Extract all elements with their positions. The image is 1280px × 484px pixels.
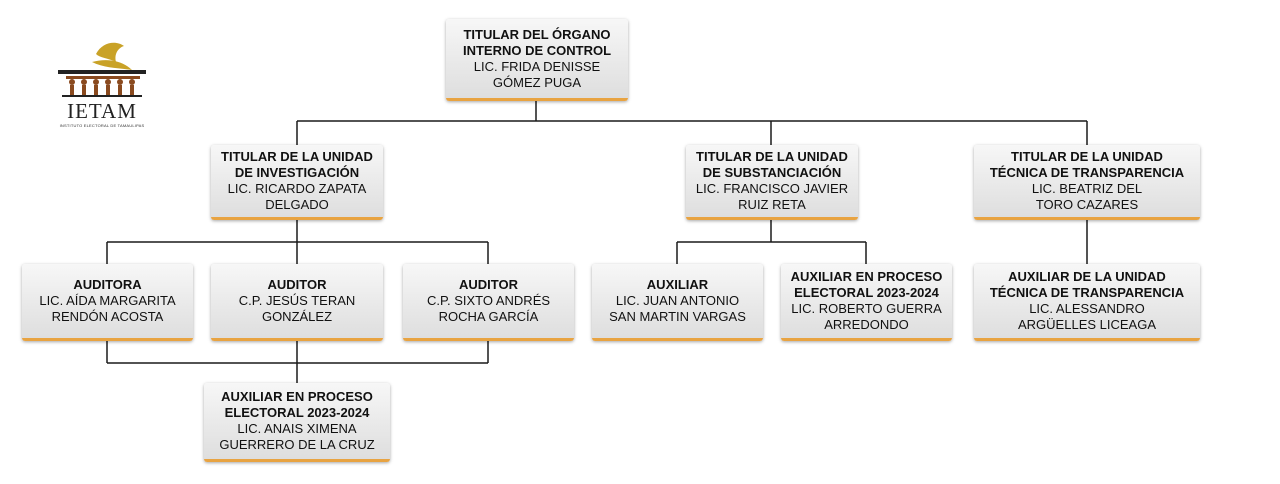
box-auditor-teran: AUDITOR C.P. JESÚS TERAN GONZÁLEZ <box>211 264 383 341</box>
box-title: TITULAR DE LA UNIDAD DE INVESTIGACIÓN <box>221 149 373 180</box>
logo-wordmark: IETAM <box>67 99 137 123</box>
box-person-name: LIC. ALESSANDRO ARGÜELLES LICEAGA <box>1018 301 1156 332</box>
box-title: AUXILIAR EN PROCESO ELECTORAL 2023-2024 <box>790 269 943 300</box>
box-auxiliar: AUXILIAR LIC. JUAN ANTONIO SAN MARTIN VA… <box>592 264 763 341</box>
box-auxiliar-transparencia: AUXILIAR DE LA UNIDAD TÉCNICA DE TRANSPA… <box>974 264 1200 341</box>
box-person-name: LIC. ANAIS XIMENA GUERRERO DE LA CRUZ <box>219 421 375 452</box>
box-person-name: C.P. JESÚS TERAN GONZÁLEZ <box>238 293 356 324</box>
box-person-name: LIC. FRIDA DENISSE GÓMEZ PUGA <box>473 58 601 90</box>
box-title: AUDITOR <box>267 277 327 292</box>
box-title: AUDITORA <box>73 277 142 292</box>
box-unidad-transparencia: TITULAR DE LA UNIDAD TÉCNICA DE TRANSPAR… <box>974 145 1200 220</box>
box-person-name: LIC. RICARDO ZAPATA DELGADO <box>227 181 367 212</box>
box-title: AUXILIAR <box>646 277 709 292</box>
box-auxiliar-proceso-investigacion: AUXILIAR EN PROCESO ELECTORAL 2023-2024 … <box>204 383 390 462</box>
logo-emblem-icon <box>58 42 146 97</box>
box-title: TITULAR DE LA UNIDAD DE SUBSTANCIACIÓN <box>696 149 848 180</box>
box-title: AUDITOR <box>459 277 518 292</box>
logo-subtitle: INSTITUTO ELECTORAL DE TAMAULIPAS <box>59 123 145 128</box>
box-title: TITULAR DE LA UNIDAD TÉCNICA DE TRANSPAR… <box>989 149 1185 180</box>
box-title: TITULAR DEL ÓRGANO INTERNO DE CONTROL <box>462 26 612 58</box>
box-person-name: LIC. AÍDA MARGARITA RENDÓN ACOSTA <box>39 293 176 324</box>
box-person-name: LIC. FRANCISCO JAVIER RUIZ RETA <box>695 181 849 212</box>
box-person-name: LIC. BEATRIZ DEL TORO CAZARES <box>1031 181 1143 212</box>
box-person-name: LIC. JUAN ANTONIO SAN MARTIN VARGAS <box>609 293 746 324</box>
box-unidad-substanciacion: TITULAR DE LA UNIDAD DE SUBSTANCIACIÓN L… <box>686 145 858 220</box>
ietam-logo: IETAM INSTITUTO ELECTORAL DE TAMAULIPAS <box>52 38 152 130</box>
box-unidad-investigacion: TITULAR DE LA UNIDAD DE INVESTIGACIÓN LI… <box>211 145 383 220</box>
box-person-name: LIC. ROBERTO GUERRA ARREDONDO <box>791 301 942 332</box>
box-titular-oic: TITULAR DEL ÓRGANO INTERNO DE CONTROL LI… <box>446 19 628 101</box>
box-auditora: AUDITORA LIC. AÍDA MARGARITA RENDÓN ACOS… <box>22 264 193 341</box>
box-auditor-rocha: AUDITOR C.P. SIXTO ANDRÉS ROCHA GARCÍA <box>403 264 574 341</box>
box-auxiliar-proceso-substanciacion: AUXILIAR EN PROCESO ELECTORAL 2023-2024 … <box>781 264 952 341</box>
box-title: AUXILIAR EN PROCESO ELECTORAL 2023-2024 <box>221 389 373 420</box>
box-person-name: C.P. SIXTO ANDRÉS ROCHA GARCÍA <box>426 293 551 324</box>
box-title: AUXILIAR DE LA UNIDAD TÉCNICA DE TRANSPA… <box>989 269 1185 300</box>
